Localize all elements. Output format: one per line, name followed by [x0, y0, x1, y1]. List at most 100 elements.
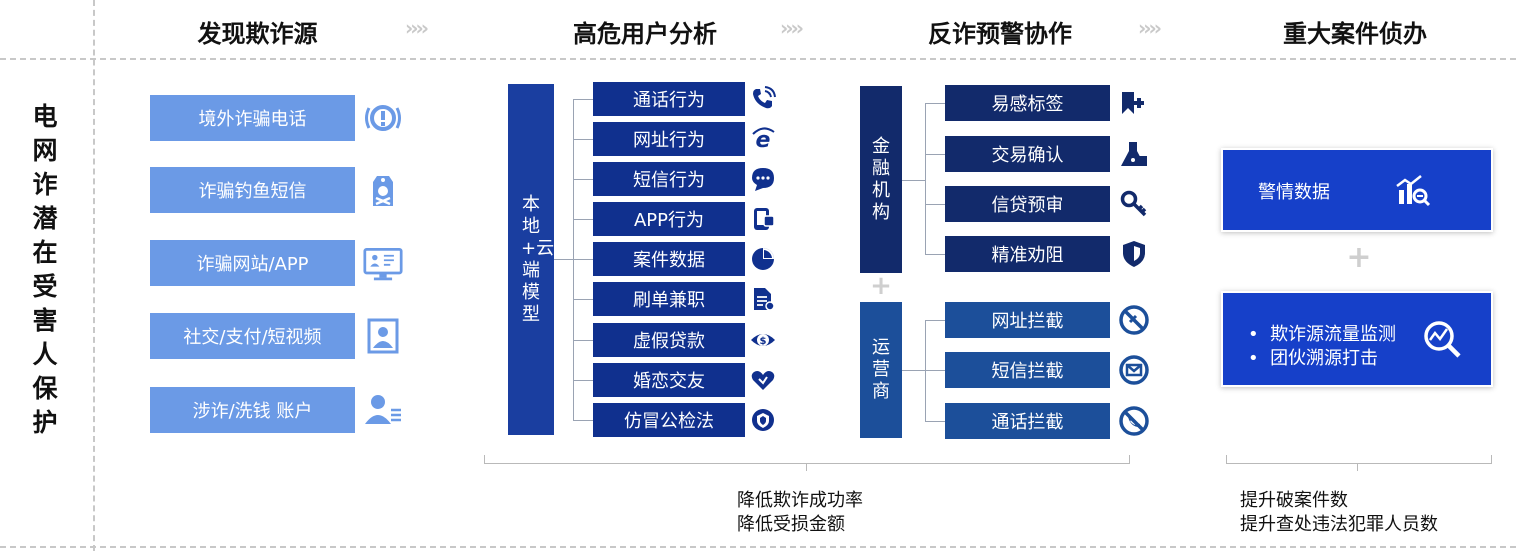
bullet-item: • 团伙溯源打击 — [1248, 348, 1379, 369]
bracket-tick — [1357, 463, 1358, 471]
connector — [554, 259, 574, 260]
connector — [573, 179, 593, 180]
shield-icon — [1118, 238, 1150, 270]
profile-icon — [363, 316, 403, 356]
operator-label: 运营商 — [872, 337, 890, 402]
source-box: 诈骗网站/APP — [150, 240, 355, 286]
bullet-item: • 欺诈源流量监测 — [1248, 324, 1397, 345]
outcome-note-left: 降低欺诈成功率 降低受损金额 — [737, 489, 863, 537]
document-icon — [750, 286, 776, 312]
transaction-icon — [1118, 138, 1150, 170]
connector — [573, 340, 593, 341]
connector — [573, 99, 574, 421]
finance-item: 交易确认 — [945, 136, 1110, 172]
connector — [573, 420, 593, 421]
header-discover: 发现欺诈源 — [197, 20, 318, 48]
money-eye-icon: $ — [750, 327, 776, 353]
message-icon — [750, 166, 776, 192]
connector — [573, 219, 593, 220]
connector — [573, 259, 593, 260]
model-label: 本地+云端模型 — [521, 193, 555, 325]
monitoring-box: • 欺诈源流量监测 • 团伙溯源打击 — [1223, 293, 1491, 385]
user-list-icon — [363, 390, 403, 430]
side-title: 电网诈潜在受害人保护 — [32, 102, 58, 437]
source-box: 境外诈骗电话 — [150, 95, 355, 141]
block-call-icon — [1118, 405, 1150, 437]
behavior-box: 案件数据 — [593, 242, 745, 276]
connector — [925, 254, 945, 255]
monitor-doctor-icon — [363, 243, 403, 283]
alert-data-label: 警情数据 — [1258, 182, 1330, 203]
plus-sign: + — [870, 271, 892, 301]
header-divider — [0, 58, 1516, 60]
header-warn: 反诈预警协作 — [928, 20, 1072, 48]
badge-icon — [750, 407, 776, 433]
alert-data-box: 警情数据 — [1223, 150, 1491, 230]
chevron-arrows-icon: ›››› — [780, 16, 804, 40]
connector — [925, 204, 945, 205]
bullet-text: 欺诈源流量监测 — [1270, 324, 1397, 345]
behavior-box: APP行为 — [593, 202, 745, 236]
header-analyze: 高危用户分析 — [573, 20, 717, 48]
connector — [902, 370, 926, 371]
chevron-arrows-icon: ›››› — [1138, 16, 1162, 40]
connector — [925, 154, 945, 155]
operator-item: 短信拦截 — [945, 352, 1110, 388]
skull-tag-icon — [363, 170, 403, 210]
connector — [925, 103, 945, 104]
source-box: 诈骗钓鱼短信 — [150, 167, 355, 213]
block-mail-icon — [1118, 354, 1150, 386]
bracket — [484, 455, 1130, 464]
svg-text:e: e — [756, 128, 771, 152]
alarm-icon — [363, 98, 403, 138]
key-icon — [1118, 188, 1150, 220]
operator-item: 网址拦截 — [945, 302, 1110, 338]
operator-column: 运营商 — [860, 302, 902, 438]
side-divider — [93, 0, 95, 551]
block-link-icon — [1118, 304, 1150, 336]
chart-search-icon — [1393, 170, 1433, 210]
connector — [573, 99, 593, 100]
phone-icon — [750, 86, 776, 112]
source-box: 社交/支付/短视频 — [150, 313, 355, 359]
note-line: 提升破案件数 — [1240, 490, 1348, 511]
bracket-tick — [806, 463, 807, 471]
behavior-box: 通话行为 — [593, 82, 745, 116]
connector — [573, 380, 593, 381]
browser-e-icon: e — [750, 126, 776, 152]
bullet-text: 团伙溯源打击 — [1270, 348, 1379, 369]
finance-item: 易感标签 — [945, 85, 1110, 121]
pie-icon — [750, 246, 776, 272]
behavior-box: 网址行为 — [593, 122, 745, 156]
behavior-box: 虚假贷款 — [593, 323, 745, 357]
note-line: 降低受损金额 — [737, 514, 845, 535]
header-handle: 重大案件侦办 — [1283, 20, 1427, 48]
connector — [902, 180, 926, 181]
finance-item: 信贷预审 — [945, 186, 1110, 222]
behavior-box: 短信行为 — [593, 162, 745, 196]
connector — [573, 299, 593, 300]
magnifier-chart-icon — [1420, 317, 1464, 361]
plus-sign: + — [1346, 240, 1372, 275]
svg-text:$: $ — [760, 336, 767, 347]
connector — [573, 139, 593, 140]
outcome-note-right: 提升破案件数 提升查处违法犯罪人员数 — [1240, 489, 1438, 537]
connector — [925, 320, 945, 321]
behavior-box: 婚恋交友 — [593, 363, 745, 397]
operator-item: 通话拦截 — [945, 403, 1110, 439]
connector — [925, 103, 926, 255]
finance-label: 金融机构 — [872, 135, 890, 223]
finance-column: 金融机构 — [860, 86, 902, 273]
tag-plus-icon — [1118, 87, 1150, 119]
app-icon — [750, 206, 776, 232]
finance-item: 精准劝阻 — [945, 236, 1110, 272]
chevron-arrows-icon: ›››› — [405, 16, 429, 40]
behavior-box: 刷单兼职 — [593, 282, 745, 316]
heart-icon — [750, 367, 776, 393]
note-line: 提升查处违法犯罪人员数 — [1240, 514, 1438, 535]
connector — [925, 370, 945, 371]
bottom-divider — [0, 546, 1516, 548]
connector — [925, 421, 945, 422]
model-box: 本地+云端模型 — [508, 84, 554, 435]
behavior-box: 仿冒公检法 — [593, 403, 745, 437]
